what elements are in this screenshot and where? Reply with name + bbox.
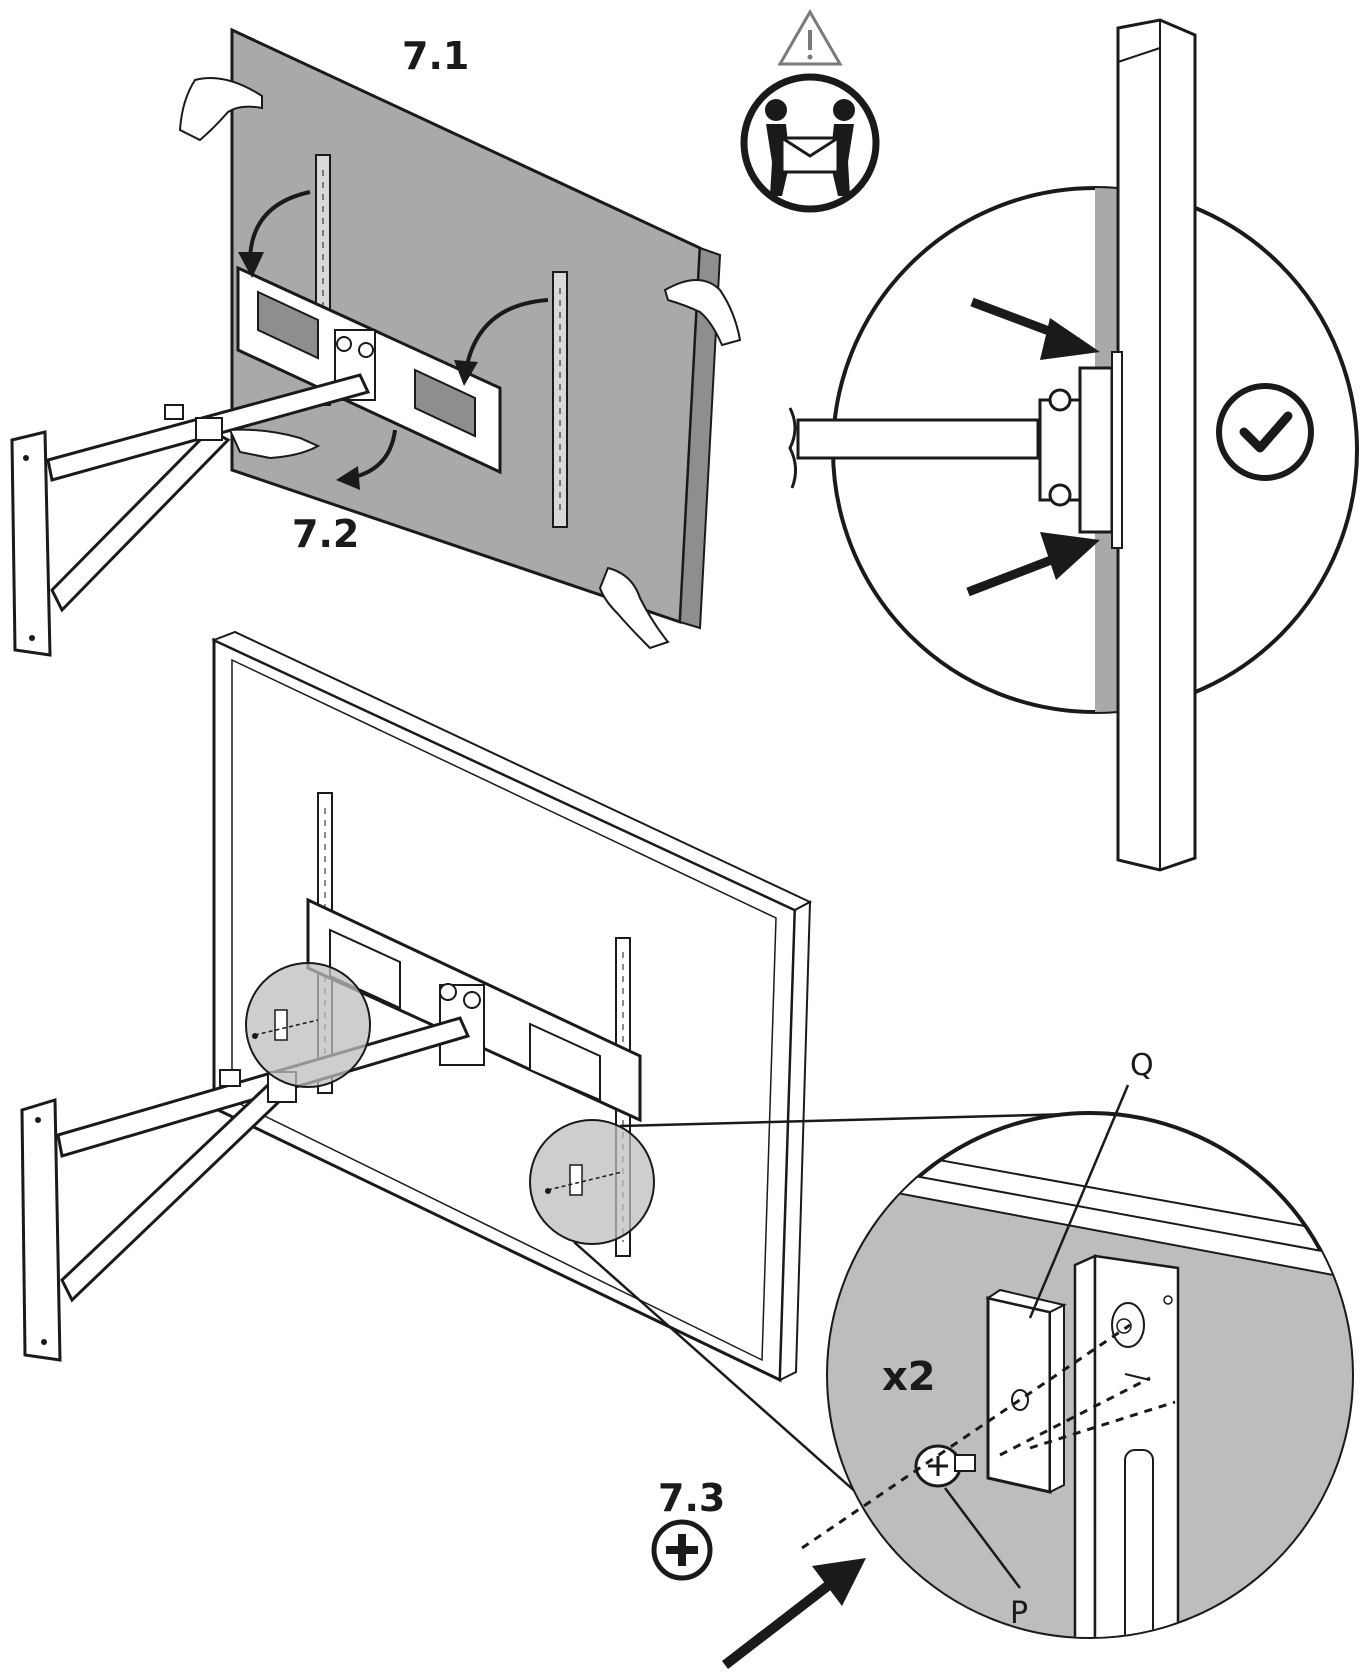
leader-line-p bbox=[944, 1487, 1021, 1589]
articulating-arm-bottom bbox=[20, 1016, 471, 1362]
spacer-bracket-q bbox=[985, 1288, 1067, 1494]
check-circle-icon bbox=[1216, 383, 1314, 481]
hand-top-left bbox=[178, 77, 263, 142]
part-label-q: Q bbox=[1130, 1048, 1154, 1083]
quantity-label: x2 bbox=[882, 1354, 936, 1400]
mounting-plate-bottom bbox=[306, 897, 642, 1123]
warning-icon bbox=[777, 8, 843, 66]
rotate-arrow-left bbox=[238, 190, 311, 278]
step-label-7-3: 7.3 bbox=[658, 1476, 726, 1520]
detail-circle-left bbox=[245, 962, 371, 1088]
two-person-lift-icon bbox=[740, 73, 880, 213]
articulating-arm bbox=[10, 373, 371, 657]
pointer-arrow-upper bbox=[970, 297, 1100, 360]
pointer-arrow-lower bbox=[966, 532, 1100, 597]
hand-middle bbox=[228, 428, 321, 460]
mounting-plate bbox=[236, 265, 502, 475]
hand-right bbox=[663, 279, 742, 347]
part-label-p: P bbox=[1010, 1596, 1029, 1631]
insert-arrow bbox=[721, 1558, 866, 1669]
vertical-rail-right bbox=[552, 271, 568, 528]
step-label-7-2: 7.2 bbox=[292, 512, 360, 556]
tilt-arrow-down bbox=[336, 429, 397, 490]
leader-line-q bbox=[1028, 1084, 1130, 1319]
zoom-circle-side-view bbox=[788, 18, 1359, 872]
detail-circle-right bbox=[529, 1119, 655, 1245]
step-label-7-1: 7.1 bbox=[402, 34, 470, 78]
phillips-screwdriver-icon bbox=[651, 1519, 713, 1581]
zoom-circle-hardware bbox=[826, 1111, 1354, 1639]
alignment-dashes bbox=[801, 1323, 1176, 1550]
hand-bottom-right bbox=[598, 566, 670, 650]
screw-p bbox=[914, 1444, 976, 1488]
rotate-arrow-right bbox=[454, 298, 549, 386]
zoom-callout-lines bbox=[573, 1111, 1111, 1511]
